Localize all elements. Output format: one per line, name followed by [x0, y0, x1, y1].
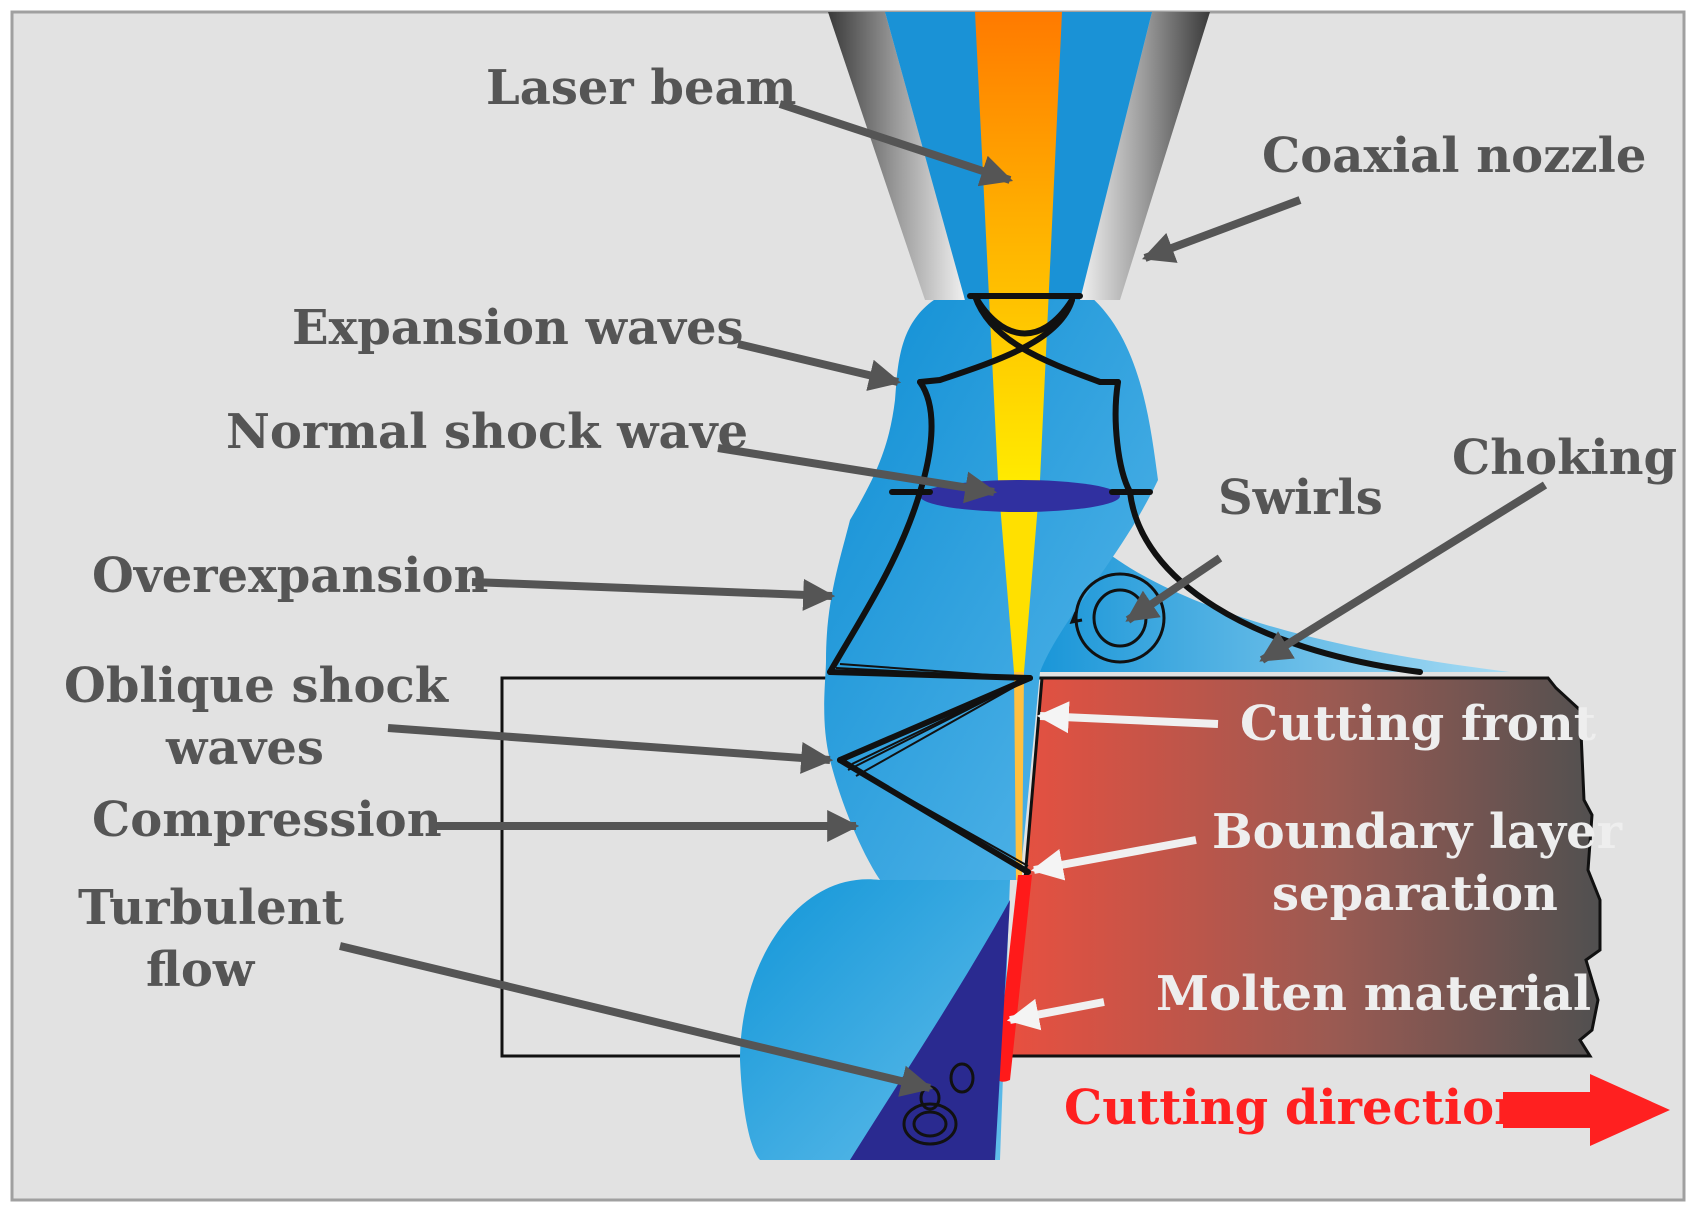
- expansion-waves-arrow: [737, 340, 902, 391]
- light-leader-arrows: [1006, 701, 1219, 1031]
- label-boundary-layer-line1: Boundary layer: [1212, 804, 1623, 860]
- overexpansion-arrow: [471, 578, 836, 611]
- label-oblique-shock-line2: waves: [165, 720, 324, 776]
- label-turbulent-line1: Turbulent: [78, 880, 344, 936]
- cutting-front-arrow: [1036, 701, 1219, 734]
- label-normal-shock-wave: Normal shock wave: [226, 404, 748, 460]
- label-expansion-waves: Expansion waves: [292, 300, 744, 356]
- laser-tip: [998, 480, 1040, 672]
- turbulence-region: [850, 900, 1010, 1160]
- oblique-shock-waves-arrow: [387, 724, 834, 774]
- boundary-layer-arrow: [1030, 836, 1197, 881]
- molten-material: [996, 875, 1032, 1082]
- dark-leader-arrows: [339, 100, 1548, 1097]
- coaxial-nozzle-arrow: [1142, 196, 1302, 263]
- label-oblique-shock-line1: Oblique shock: [64, 658, 450, 714]
- choking-arrow: [1259, 481, 1548, 664]
- molten-material-arrow: [1006, 998, 1105, 1031]
- label-cutting-direction: Cutting direction: [1064, 1080, 1529, 1136]
- laser-kerf: [1014, 672, 1024, 880]
- label-choking: Choking: [1452, 430, 1677, 486]
- label-laser-beam: Laser beam: [486, 60, 796, 116]
- label-compression: Compression: [92, 792, 442, 848]
- laser-beam-arrow: [778, 100, 1014, 187]
- label-turbulent-line2: flow: [146, 942, 256, 998]
- oblique-shock-fan: [835, 663, 1031, 867]
- turbulent-flow-arrow: [339, 942, 934, 1097]
- label-overexpansion: Overexpansion: [92, 548, 488, 604]
- cutting-direction-arrow: [1503, 1074, 1670, 1146]
- label-boundary-layer-line2: separation: [1272, 866, 1558, 922]
- swirls-arrow: [1125, 554, 1223, 624]
- label-coaxial-nozzle: Coaxial nozzle: [1262, 128, 1646, 184]
- choking-flow: [1040, 490, 1510, 672]
- label-swirls: Swirls: [1218, 470, 1383, 526]
- normal-shock-wave-arrow: [717, 444, 998, 504]
- workpiece-cut: [1008, 676, 1602, 1058]
- label-cutting-front: Cutting front: [1240, 696, 1596, 752]
- label-molten-material: Molten material: [1156, 966, 1591, 1022]
